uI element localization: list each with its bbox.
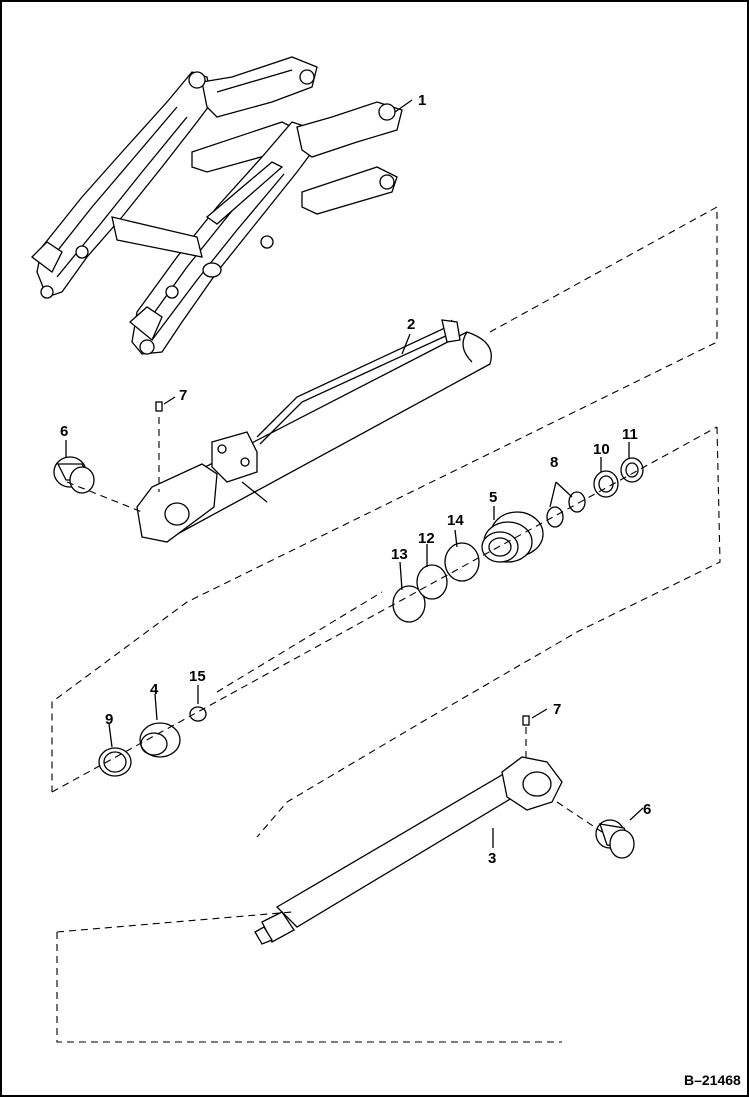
grease-fitting-upper [155, 401, 163, 412]
callout-6-lower: 6 [643, 801, 651, 818]
callout-14: 14 [447, 512, 464, 529]
callout-11: 11 [622, 426, 638, 443]
cylinder-rod [254, 756, 563, 945]
grease-fitting-lower [522, 715, 530, 726]
callout-15: 15 [189, 668, 206, 685]
lift-arm-assembly [31, 56, 403, 355]
callout-13: 13 [391, 546, 408, 563]
callout-12: 12 [418, 530, 435, 547]
bushing-left [53, 456, 95, 494]
callout-2: 2 [407, 316, 415, 333]
callout-4: 4 [150, 681, 159, 698]
callout-7-lower: 7 [553, 701, 561, 718]
gland-parts [98, 706, 207, 777]
callout-3: 3 [488, 850, 496, 867]
callout-6-upper: 6 [60, 423, 68, 440]
leader-lines [65, 99, 644, 848]
cylinder-barrel [136, 319, 492, 543]
assembly-lines [51, 206, 721, 1043]
callout-1: 1 [418, 92, 426, 109]
piston [481, 511, 544, 563]
callout-10: 10 [593, 441, 610, 458]
callouts: 1 2 3 4 5 6 6 7 7 8 9 10 11 12 13 14 15 [60, 92, 651, 867]
callout-9: 9 [105, 711, 113, 728]
bushing-right [595, 819, 635, 859]
callout-5: 5 [489, 489, 497, 506]
callout-7-upper: 7 [179, 387, 187, 404]
callout-8: 8 [550, 454, 558, 471]
figure-number: B–21468 [684, 1072, 741, 1088]
